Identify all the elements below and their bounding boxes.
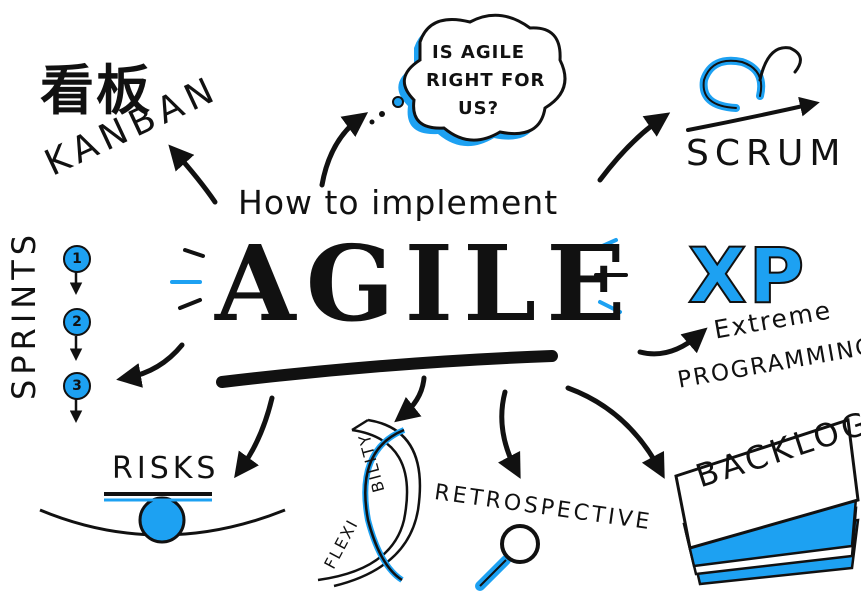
connector-arrows (116, 112, 708, 479)
stacked-papers-icon (674, 418, 860, 586)
arrow-icon (394, 375, 427, 423)
scrum-label: SCRUM (686, 133, 847, 174)
arrow-icon (319, 112, 369, 188)
sprint-step-2: 2 (63, 308, 91, 336)
magnifier-icon (475, 524, 540, 591)
kanban-kanji: 看板 (40, 59, 152, 122)
title-underline (216, 350, 558, 388)
arrow-icon (168, 144, 218, 205)
arrow-icon (497, 389, 521, 479)
question-line-2: RIGHT FOR (426, 70, 546, 91)
balance-ball-icon (39, 492, 286, 544)
subtitle: How to implement (238, 183, 559, 222)
risks-label: RISKS (112, 451, 220, 486)
sprint-step-3: 3 (63, 372, 91, 400)
arrow-icon (234, 395, 275, 479)
xp-label: XP (687, 231, 807, 320)
sprint-step-1: 1 (63, 245, 91, 273)
dna-ribbon-icon (317, 418, 422, 588)
arrow-icon (597, 112, 671, 183)
page-title: AGILE (215, 222, 636, 345)
sprints-label: SPRINTS (5, 229, 43, 400)
question-line-1: IS AGILE (432, 42, 526, 63)
arrow-icon (116, 342, 185, 388)
emphasis-ticks-right (594, 238, 628, 314)
question-line-3: US? (458, 98, 500, 119)
arrow-icon (565, 385, 665, 479)
emphasis-ticks-left (170, 248, 205, 310)
cloud-bubble-icon (369, 13, 567, 147)
arrow-icon (637, 327, 708, 357)
cycle-icon (686, 46, 820, 132)
